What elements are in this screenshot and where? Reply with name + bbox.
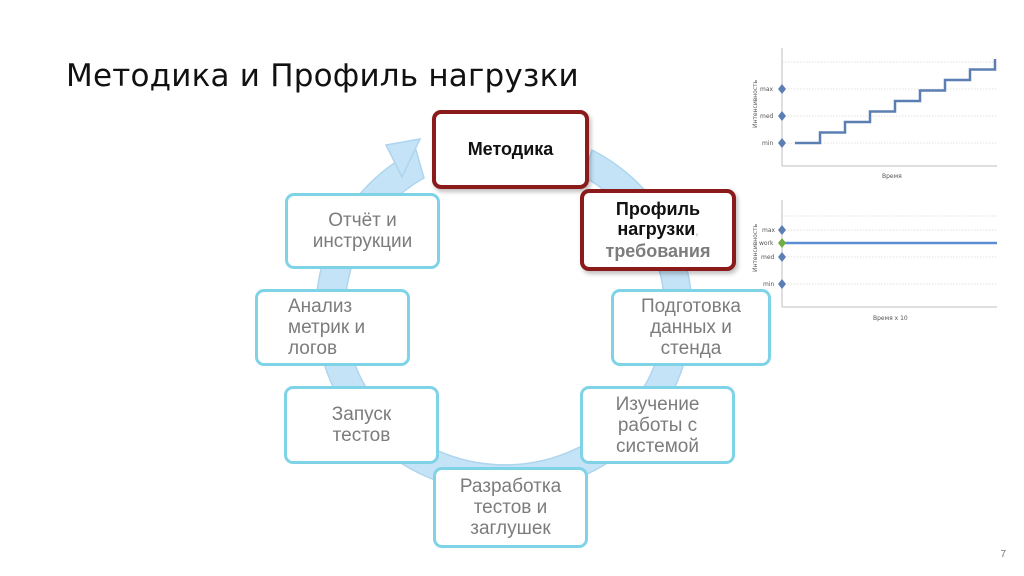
profile-comma: , (695, 224, 699, 238)
step-load-marker-label-max: max (760, 86, 774, 93)
stable-load-marker-label-med: med (761, 254, 775, 261)
step-report-label: Отчёт и инструкции (312, 210, 413, 252)
step-load-profile: Профиль нагрузки, требования (580, 189, 736, 271)
step-test-run: Запуск тестов (284, 386, 439, 464)
step-test-run-label: Запуск тестов (331, 404, 392, 446)
stable-load-ylabel: Интенсивность (752, 223, 759, 272)
step-load-gridlines (782, 61, 997, 144)
profile-line-2: нагрузки (617, 219, 696, 239)
stable-load-xlabel: Время x 10 (873, 315, 908, 322)
step-load-series-line (795, 59, 997, 145)
stable-load-marker-label-min: min (763, 281, 775, 288)
step-load-ylabel: Интенсивность (752, 79, 759, 128)
step-system-study-label: Изучение работы с системой (615, 393, 700, 457)
slide-title: Методика и Профиль нагрузки (66, 58, 579, 94)
page-number: 7 (1000, 549, 1006, 560)
step-methodology: Методика (432, 110, 589, 189)
step-analysis: Анализ метрик и логов (255, 289, 410, 366)
stable-load-marker-med (778, 252, 786, 262)
step-report: Отчёт и инструкции (285, 193, 440, 269)
profile-line-3: требования (605, 241, 711, 261)
stable-load-marker-label-work: work (759, 240, 774, 247)
step-load-marker-max (778, 84, 786, 94)
step-load-marker-min (778, 138, 786, 148)
stable-load-marker-min (778, 279, 786, 289)
step-data-prep-label: Подготовка данных и стенда (640, 296, 741, 359)
step-load-marker-label-med: med (760, 113, 774, 120)
step-system-study: Изучение работы с системой (580, 386, 735, 464)
stable-load-marker-label-max: max (762, 227, 776, 234)
stable-load-gridlines (782, 215, 997, 285)
step-data-prep: Подготовка данных и стенда (611, 289, 771, 366)
step-load-marker-label-min: min (762, 140, 774, 147)
step-load-marker-med (778, 111, 786, 121)
profile-line-1: Профиль (615, 199, 701, 219)
step-methodology-label: Методика (467, 139, 554, 159)
stable-load-chart: max work med min Интенсивность Время x 1… (752, 200, 997, 322)
stable-load-marker-max (778, 225, 786, 235)
step-analysis-label: Анализ метрик и логов (288, 296, 366, 359)
cycle-arrowhead (384, 138, 422, 179)
stable-load-marker-work (778, 238, 786, 248)
step-test-dev-label: Разработка тестов и заглушек (459, 476, 562, 539)
step-test-dev: Разработка тестов и заглушек (433, 467, 588, 548)
step-load-chart: max med min Интенсивность Время (752, 48, 997, 180)
step-load-xlabel: Время (882, 173, 902, 180)
